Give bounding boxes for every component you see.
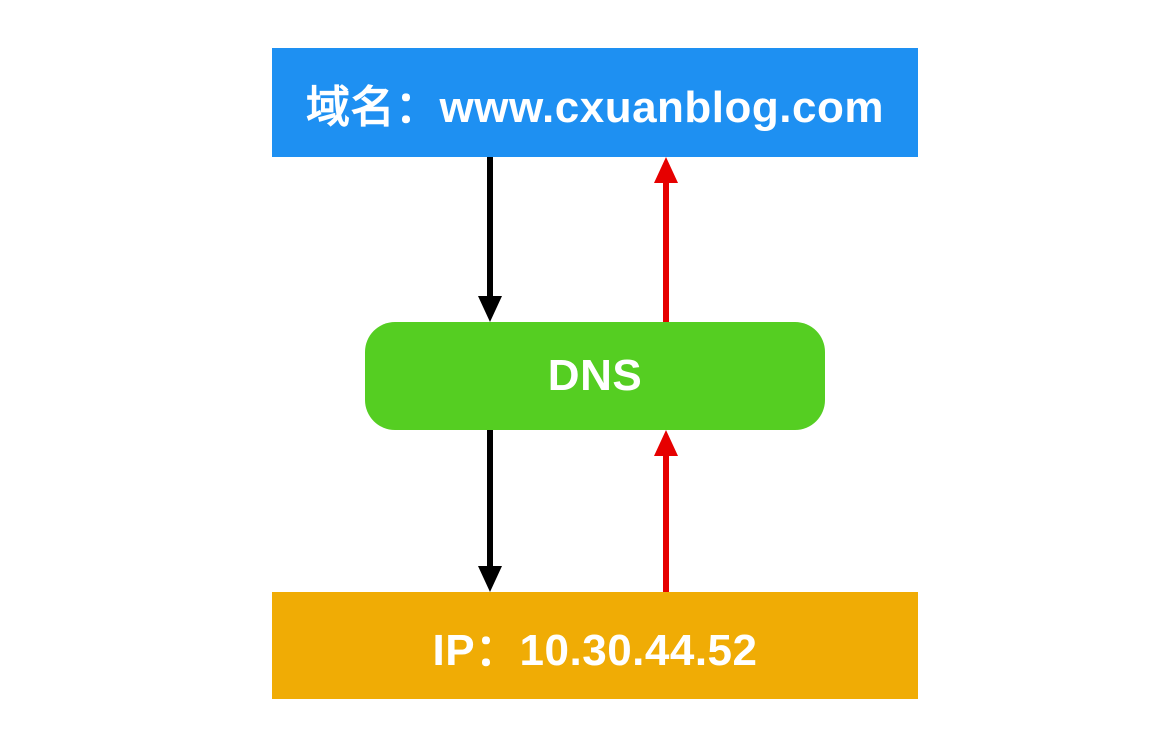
node-ip: IP：10.30.44.52 xyxy=(272,592,918,699)
node-domain: 域名：www.cxuanblog.com xyxy=(272,48,918,157)
arrow-head-down-icon xyxy=(478,566,502,592)
node-domain-label: 域名：www.cxuanblog.com xyxy=(306,82,884,132)
node-ip-label: IP：10.30.44.52 xyxy=(432,625,758,675)
arrow-head-down-icon xyxy=(478,296,502,322)
arrow-dns-to-domain xyxy=(654,157,678,322)
arrow-dns-to-ip xyxy=(478,430,502,592)
arrow-shaft xyxy=(663,183,669,322)
arrow-domain-to-dns xyxy=(478,157,502,322)
arrow-shaft xyxy=(663,456,669,592)
arrow-ip-to-dns xyxy=(654,430,678,592)
arrow-shaft xyxy=(487,430,493,566)
arrow-head-up-icon xyxy=(654,157,678,183)
arrow-shaft xyxy=(487,157,493,296)
arrow-head-up-icon xyxy=(654,430,678,456)
node-dns-label: DNS xyxy=(547,351,643,400)
node-dns: DNS xyxy=(365,322,825,430)
